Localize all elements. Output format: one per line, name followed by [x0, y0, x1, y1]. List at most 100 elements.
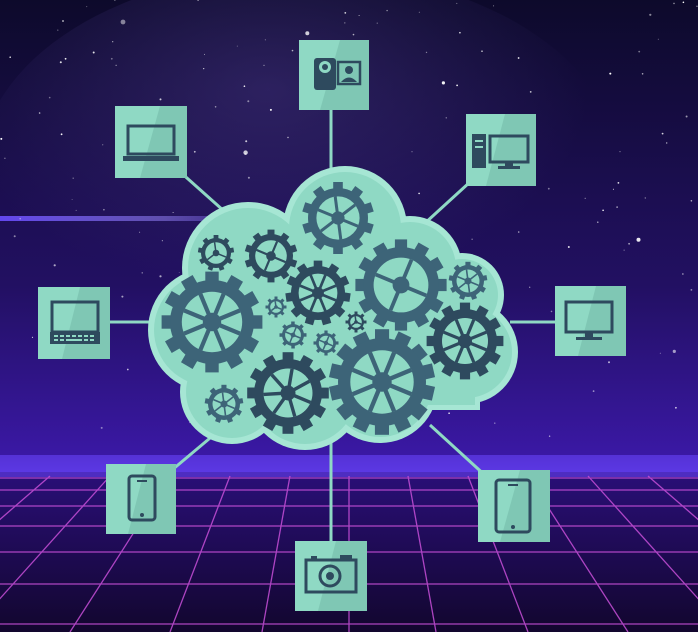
- star: [0, 137, 3, 140]
- star: [178, 272, 180, 273]
- star: [636, 237, 641, 242]
- star: [38, 112, 41, 114]
- device-tiles: [38, 40, 626, 611]
- gear-icon: [285, 260, 351, 326]
- gear-icon: [426, 302, 504, 380]
- star: [60, 133, 63, 136]
- desktop-pc-tile: [466, 114, 536, 186]
- star: [72, 177, 74, 179]
- star: [493, 5, 495, 7]
- star: [682, 273, 684, 275]
- star: [13, 235, 16, 238]
- star: [62, 20, 64, 22]
- star: [161, 240, 163, 242]
- tablet-tile: [478, 470, 550, 542]
- star: [92, 51, 95, 54]
- star: [672, 349, 676, 353]
- star: [64, 57, 67, 60]
- star: [102, 144, 104, 146]
- star: [358, 15, 360, 16]
- photo-camera-icon: [304, 555, 358, 594]
- star: [48, 96, 51, 99]
- star: [547, 187, 550, 190]
- star: [682, 1, 685, 4]
- star: [623, 249, 625, 251]
- star: [425, 51, 428, 54]
- gear-icon: [204, 384, 244, 423]
- star: [263, 64, 265, 66]
- star: [204, 53, 205, 55]
- star: [641, 73, 644, 75]
- star: [638, 50, 641, 53]
- star: [529, 286, 531, 288]
- star: [411, 151, 413, 153]
- star: [103, 208, 105, 211]
- star: [110, 57, 113, 60]
- laptop-tile: [115, 106, 187, 178]
- star: [75, 209, 77, 211]
- star: [291, 49, 294, 52]
- star: [459, 31, 461, 34]
- tablet-icon: [494, 478, 532, 534]
- star: [19, 217, 22, 220]
- monitor-tile: [555, 286, 626, 356]
- star: [441, 81, 445, 85]
- gear-icon: [448, 261, 488, 300]
- star: [4, 157, 6, 159]
- star: [245, 140, 248, 143]
- star: [100, 426, 103, 429]
- star: [269, 108, 272, 111]
- star: [529, 91, 532, 93]
- star: [617, 182, 620, 184]
- gear-icon: [247, 352, 329, 434]
- star: [197, 0, 199, 1]
- star: [608, 361, 610, 364]
- gear-icon: [313, 330, 339, 356]
- gear-icon: [328, 329, 436, 435]
- star: [619, 151, 621, 153]
- laptop-icon: [123, 124, 179, 161]
- star: [57, 29, 59, 31]
- star: [567, 246, 570, 248]
- star: [114, 0, 116, 1]
- star: [445, 117, 447, 119]
- video-camera-contact-icon: [314, 58, 362, 90]
- star: [126, 368, 129, 371]
- netbook-icon: [50, 300, 100, 344]
- star: [659, 352, 661, 354]
- star: [690, 289, 693, 291]
- star: [616, 206, 618, 208]
- star: [86, 6, 88, 8]
- star: [243, 150, 248, 155]
- star: [193, 150, 196, 153]
- star: [247, 100, 250, 103]
- star: [661, 132, 664, 135]
- star: [172, 212, 174, 213]
- star: [121, 295, 124, 298]
- star: [494, 422, 496, 424]
- camera-tile: [295, 541, 367, 611]
- star: [247, 176, 250, 179]
- star: [159, 98, 162, 101]
- star: [418, 11, 420, 13]
- star: [139, 231, 141, 233]
- star: [264, 39, 266, 41]
- star: [649, 13, 652, 16]
- star: [236, 45, 238, 47]
- gear-icon: [355, 239, 447, 331]
- star: [203, 68, 205, 70]
- desktop-computer-icon: [472, 134, 530, 169]
- star: [685, 115, 688, 118]
- netbook-tile: [38, 287, 110, 359]
- horizon-glow: [0, 455, 698, 477]
- star: [344, 12, 347, 14]
- star: [628, 242, 630, 245]
- cloud-gears-icon: [148, 166, 518, 450]
- star: [31, 336, 34, 338]
- star: [550, 310, 553, 313]
- star: [584, 197, 586, 199]
- star: [471, 238, 473, 240]
- gear-icon: [197, 235, 235, 271]
